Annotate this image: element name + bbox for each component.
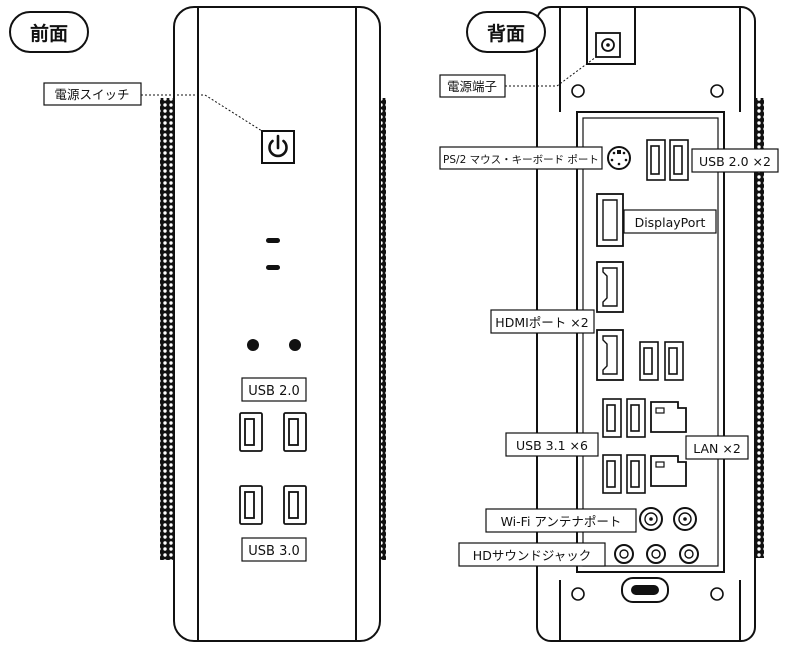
svg-text:電源端子: 電源端子 <box>447 79 497 94</box>
hdmi-label: HDMIポート ×2 <box>490 309 595 334</box>
usb31-port[interactable] <box>626 454 646 494</box>
hdmi-port[interactable] <box>596 261 624 313</box>
screw <box>571 84 585 98</box>
back-title: 背面 <box>487 22 525 45</box>
svg-text:USB 2.0: USB 2.0 <box>248 384 300 399</box>
power-switch-leader <box>141 94 263 132</box>
front-audio-jack-1[interactable] <box>247 339 259 351</box>
wifi-antenna-port[interactable] <box>673 507 697 531</box>
usb31-port[interactable] <box>602 454 622 494</box>
usb20-back-label: USB 2.0 ×2 <box>691 148 779 173</box>
svg-text:HDサウンドジャック: HDサウンドジャック <box>473 548 591 563</box>
usb31-label: USB 3.1 ×6 <box>505 432 599 457</box>
front-audio-jack-2[interactable] <box>289 339 301 351</box>
screw <box>571 587 585 601</box>
displayport-label: DisplayPort <box>623 209 717 234</box>
usb31-port[interactable] <box>626 398 646 438</box>
power-terminal-label: 電源端子 <box>439 74 506 98</box>
front-usb-port[interactable] <box>239 412 263 452</box>
usb30-front-label: USB 3.0 <box>241 537 307 562</box>
svg-text:LAN ×2: LAN ×2 <box>693 441 741 456</box>
front-usb-port[interactable] <box>283 485 307 525</box>
lan-port[interactable] <box>650 455 687 487</box>
svg-text:Wi-Fi アンテナポート: Wi-Fi アンテナポート <box>501 514 622 529</box>
power-icon[interactable] <box>261 130 295 164</box>
power-terminal-frame <box>595 32 621 58</box>
svg-text:PS/2 マウス・キーボード ポート: PS/2 マウス・キーボード ポート <box>443 154 599 166</box>
front-indicator-1 <box>266 238 280 243</box>
ps2-port[interactable] <box>607 146 631 170</box>
svg-text:DisplayPort: DisplayPort <box>635 215 706 230</box>
front-left-mesh <box>160 98 174 560</box>
displayport-port[interactable] <box>596 193 624 247</box>
front-title: 前面 <box>30 22 68 45</box>
wifi-antenna-port[interactable] <box>639 507 663 531</box>
back-title-badge: 背面 <box>466 11 546 53</box>
screw <box>710 84 724 98</box>
power-switch-label: 電源スイッチ <box>43 82 142 106</box>
front-indicator-2 <box>266 265 280 270</box>
lan-label: LAN ×2 <box>685 435 749 460</box>
usb20-port[interactable] <box>646 139 666 181</box>
audio-jack[interactable] <box>646 544 666 564</box>
front-usb-port[interactable] <box>283 412 307 452</box>
lock-slot[interactable] <box>631 585 659 595</box>
front-view <box>160 6 386 642</box>
audio-label: HDサウンドジャック <box>458 542 606 567</box>
svg-text:HDMIポート ×2: HDMIポート ×2 <box>495 315 588 330</box>
svg-text:USB 2.0 ×2: USB 2.0 ×2 <box>699 154 771 169</box>
front-usb-port[interactable] <box>239 485 263 525</box>
wifi-label: Wi-Fi アンテナポート <box>485 508 637 533</box>
svg-text:USB 3.1 ×6: USB 3.1 ×6 <box>516 438 588 453</box>
svg-text:電源スイッチ: 電源スイッチ <box>54 87 129 102</box>
usb31-port[interactable] <box>664 341 684 381</box>
ps2-label: PS/2 マウス・キーボード ポート <box>439 146 603 170</box>
usb20-front-label: USB 2.0 <box>241 377 307 402</box>
usb31-port[interactable] <box>602 398 622 438</box>
hdmi-port[interactable] <box>596 329 624 381</box>
front-case-body <box>173 6 381 642</box>
screw <box>710 587 724 601</box>
audio-jack[interactable] <box>679 544 699 564</box>
usb20-port[interactable] <box>669 139 689 181</box>
power-terminal-icon[interactable] <box>601 38 615 52</box>
front-title-badge: 前面 <box>9 11 89 53</box>
audio-jack[interactable] <box>614 544 634 564</box>
usb31-port[interactable] <box>639 341 659 381</box>
svg-text:USB 3.0: USB 3.0 <box>248 544 300 559</box>
lan-port[interactable] <box>650 401 687 433</box>
